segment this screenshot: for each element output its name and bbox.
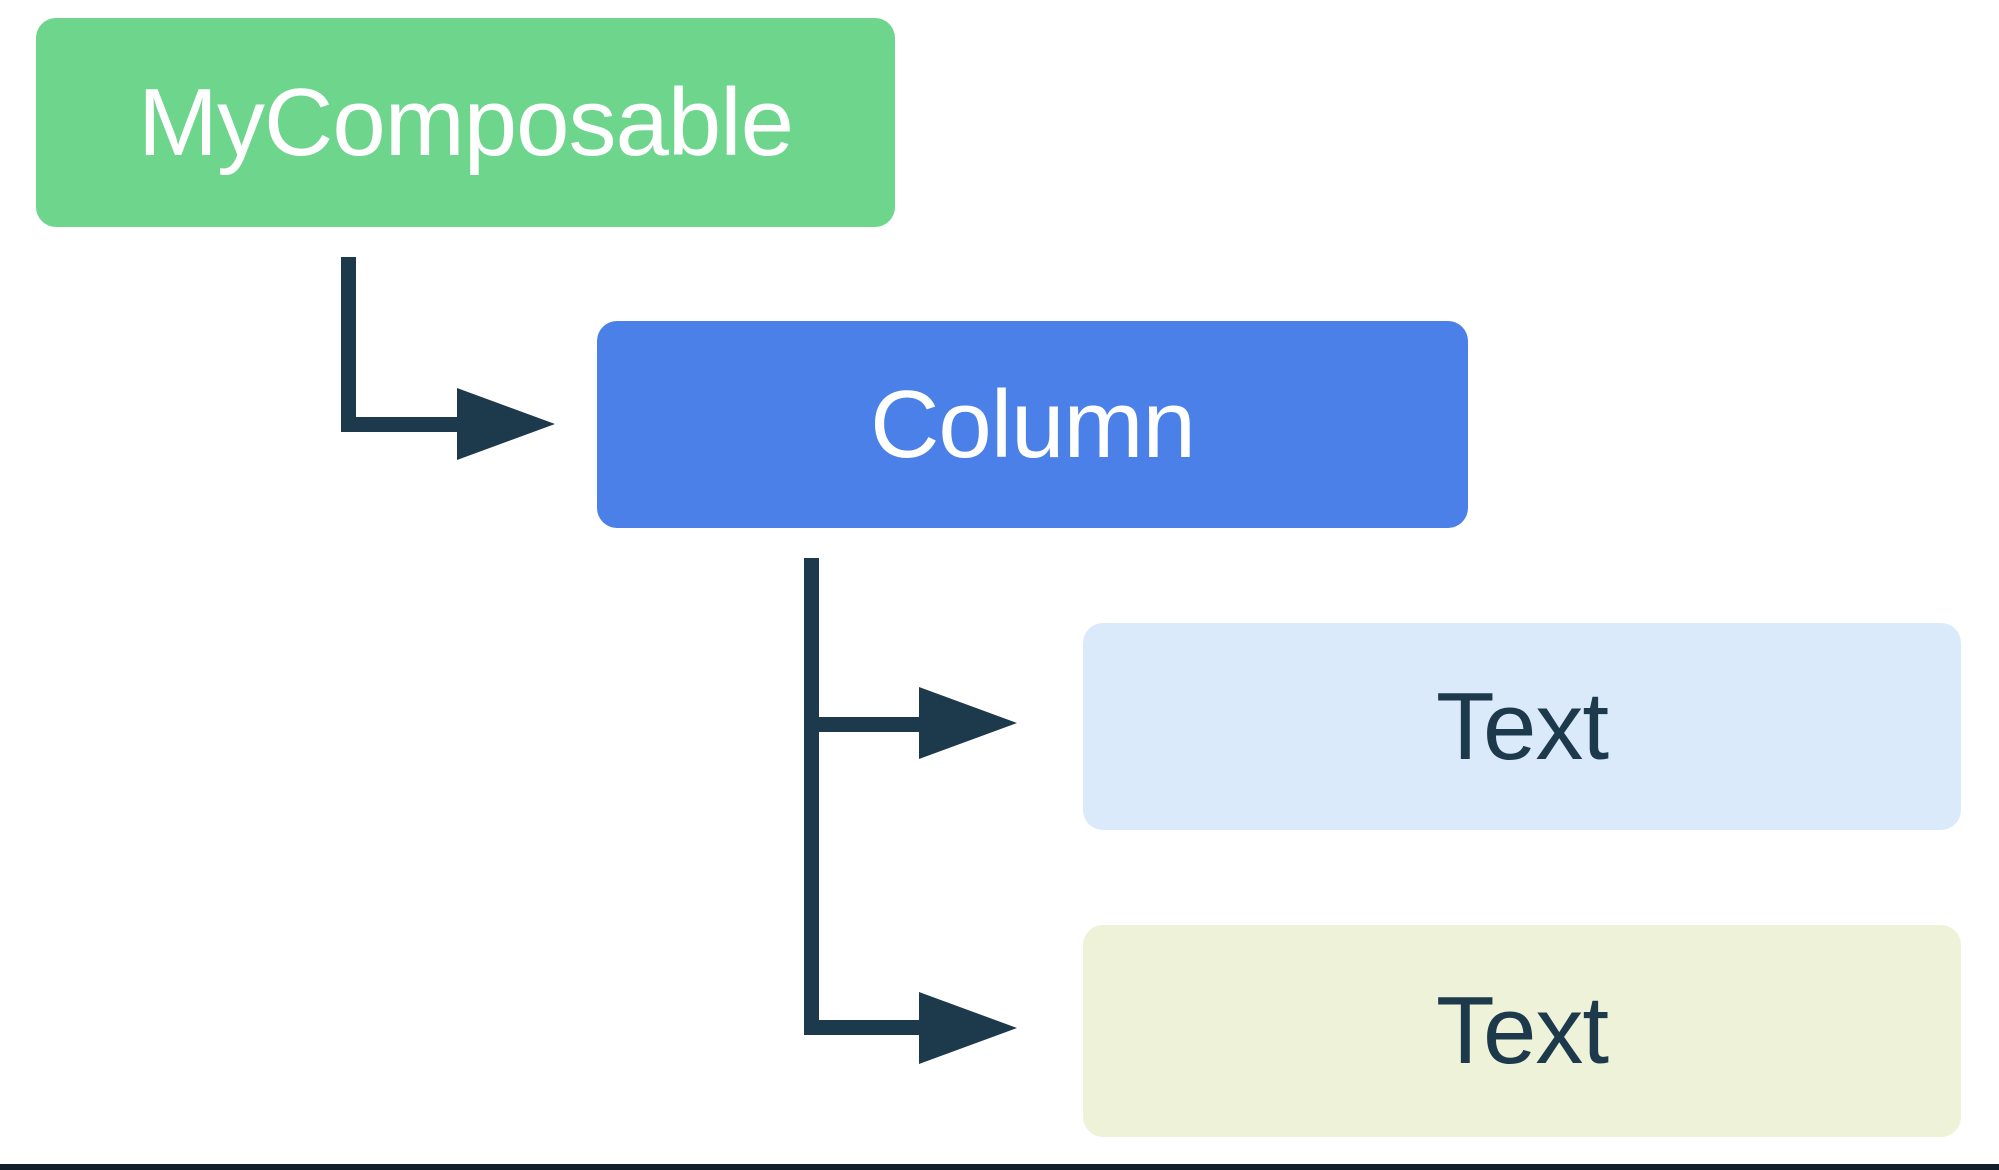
node-column-label: Column [870, 370, 1196, 478]
connector-mycomposable-column-vertical-line [341, 257, 356, 432]
connector-column-text-first-horizontal-line [804, 717, 919, 732]
bottom-divider [0, 1164, 1999, 1170]
arrowhead-icon [457, 388, 555, 460]
node-text-second-label: Text [1435, 977, 1609, 1084]
connector-mycomposable-column-horizontal-line [341, 417, 457, 432]
node-column: Column [597, 321, 1468, 528]
node-text-first: Text [1083, 623, 1961, 830]
arrowhead-icon [919, 687, 1017, 759]
node-text-second: Text [1083, 925, 1961, 1137]
node-text-first-label: Text [1435, 672, 1609, 780]
node-mycomposable-label: MyComposable [138, 68, 794, 176]
connector-column-text-second-horizontal-line [804, 1020, 919, 1035]
arrowhead-icon [919, 992, 1017, 1064]
connector-column-children-vertical-line [804, 558, 819, 1035]
node-mycomposable: MyComposable [36, 18, 895, 227]
